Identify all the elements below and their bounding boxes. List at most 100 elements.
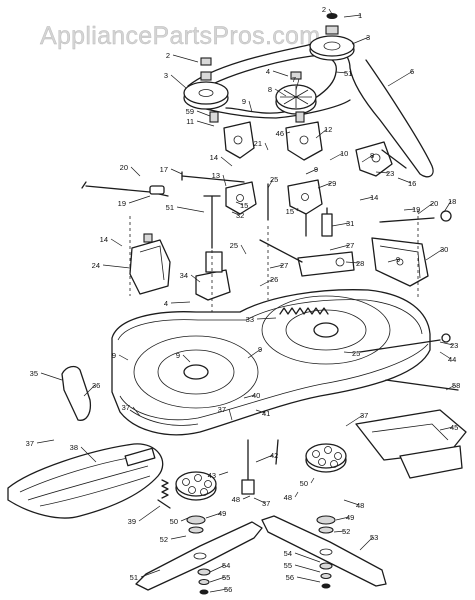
leader-line-p54a <box>209 564 226 573</box>
part-number-label: 52 <box>342 527 350 536</box>
part-number-label: 16 <box>408 179 416 188</box>
part-number-label: 35 <box>30 369 38 378</box>
leader-line-p36 <box>83 384 96 397</box>
part-number-label: 9 <box>242 97 246 106</box>
part-number-label: 29 <box>328 179 336 188</box>
part-number-label: 2 <box>166 51 170 60</box>
leader-line-p2a <box>328 8 333 15</box>
leader-line-p49b <box>335 516 350 521</box>
leader-line-p25a <box>267 178 274 189</box>
part-number-label: 19 <box>118 199 126 208</box>
part-number-label: 56 <box>286 573 294 582</box>
part-number-label: 25 <box>270 175 278 184</box>
part-number-label: 50 <box>300 479 308 488</box>
leader-line-p37d <box>36 439 55 444</box>
leader-line-p33 <box>256 317 277 320</box>
leader-line-p51c <box>140 569 161 578</box>
leader-line-p34 <box>190 274 201 283</box>
leader-line-p15a <box>235 201 244 206</box>
leader-line-p30 <box>425 248 444 261</box>
part-number-label: 54 <box>222 561 230 570</box>
part-number-label: 46 <box>276 129 284 138</box>
part-number-label: 28 <box>356 259 364 268</box>
part-number-label: 51 <box>130 573 138 582</box>
part-number-label: 9 <box>396 255 400 264</box>
leader-line-p25c <box>343 351 356 354</box>
control-rod <box>181 171 245 183</box>
leader-line-p3b <box>170 74 187 89</box>
part-number-label: 3 <box>366 33 370 42</box>
leader-line-p7 <box>295 78 300 91</box>
part-number-label: 27 <box>346 241 354 250</box>
part-number-label: 15 <box>240 201 248 210</box>
part-number-label: 40 <box>252 391 260 400</box>
leader-line-p12 <box>315 128 328 139</box>
part-number-label: 49 <box>218 509 226 518</box>
leader-line-p37e <box>253 497 266 504</box>
lift-rod-left <box>81 181 169 197</box>
part-number-label: 58 <box>452 381 460 390</box>
part-number-label: 48 <box>356 501 364 510</box>
chute-spring <box>157 479 171 509</box>
part-number-label: 55 <box>222 573 230 582</box>
leader-line-p9a <box>248 100 253 113</box>
part-number-label: 33 <box>246 315 254 324</box>
blade-adapter-right <box>305 443 347 534</box>
watermark-text: AppliancePartsPros.com <box>40 22 320 50</box>
part-number-label: 14 <box>370 193 378 202</box>
leader-line-p16 <box>397 177 412 184</box>
part-number-label: 10 <box>340 149 348 158</box>
leader-line-p27a <box>329 244 350 251</box>
bracket-34 <box>195 251 231 301</box>
part-number-label: 51 <box>166 203 174 212</box>
part-number-label: 51 <box>344 69 352 78</box>
part-number-label: 34 <box>180 271 188 280</box>
leader-line-p48a <box>242 495 251 500</box>
part-number-label: 8 <box>370 151 374 160</box>
leader-line-p38 <box>80 446 97 463</box>
part-number-label: 48 <box>284 493 292 502</box>
part-number-label: 37 <box>262 499 270 508</box>
part-number-label: 55 <box>284 561 292 570</box>
leader-line-p51a <box>335 71 348 74</box>
leader-line-p11 <box>196 120 215 127</box>
part-number-label: 15 <box>286 207 294 216</box>
leader-line-p1 <box>343 14 362 18</box>
leader-line-p13 <box>222 174 227 187</box>
part-number-label: 36 <box>92 381 100 390</box>
part-number-label: 14 <box>210 153 218 162</box>
leader-line-p41 <box>255 409 266 414</box>
leader-line-p20b <box>417 202 434 215</box>
part-number-label: 8 <box>268 85 272 94</box>
part-number-label: 43 <box>208 471 216 480</box>
leader-line-p14c <box>359 196 374 201</box>
leader-line-p37b <box>228 408 233 421</box>
leader-line-p43 <box>218 471 229 476</box>
part-number-label: 54 <box>284 549 292 558</box>
part-number-label: 7 <box>292 75 296 84</box>
idler-arm-right <box>285 111 323 161</box>
bracket-left-small <box>225 181 257 215</box>
discharge-deflector-left <box>61 365 92 421</box>
part-number-label: 56 <box>224 585 232 594</box>
leader-line-p2b <box>172 54 199 63</box>
part-number-label: 23 <box>450 341 458 350</box>
leader-line-p56b <box>296 576 321 583</box>
part-number-label: 38 <box>70 443 78 452</box>
leader-line-p54b <box>294 552 321 563</box>
part-number-label: 6 <box>410 67 414 76</box>
part-number-label: 24 <box>92 261 100 270</box>
part-number-label: 44 <box>448 355 456 364</box>
leader-line-p49a <box>205 512 222 519</box>
leader-line-p39 <box>138 505 161 522</box>
part-number-label: 27 <box>280 261 288 270</box>
bracket-28 <box>259 239 355 277</box>
leader-line-p9c <box>118 354 129 361</box>
leader-line-p52a <box>170 535 187 540</box>
leader-line-p18 <box>443 200 452 213</box>
leader-line-p27b <box>269 264 284 269</box>
part-number-label: 42 <box>270 451 278 460</box>
leader-line-p50a <box>180 517 189 522</box>
part-number-label: 1 <box>358 11 362 20</box>
spindle-pulley-left <box>183 57 229 110</box>
